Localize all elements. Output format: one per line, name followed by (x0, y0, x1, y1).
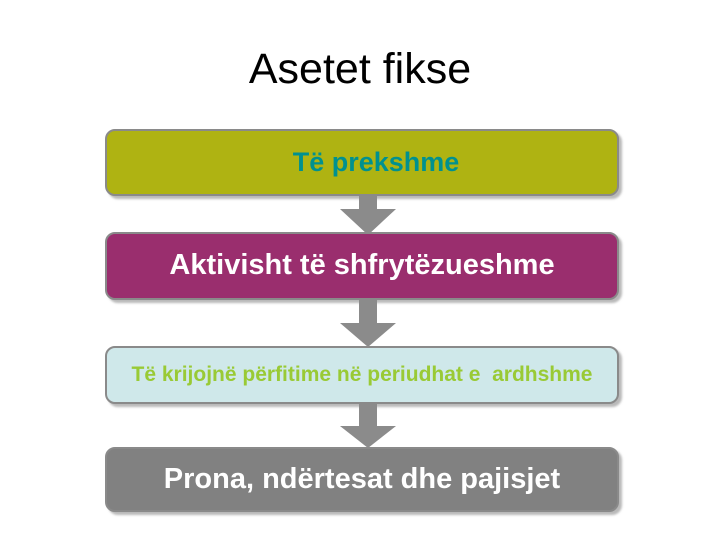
flow-box-3-label: Të krijojnë përfitime në periudhat e ard… (131, 363, 593, 387)
down-arrow-icon (340, 300, 396, 347)
slide-title: Asetet fikse (248, 45, 472, 93)
flow-box-4-label: Prona, ndërtesat dhe pajisjet (163, 462, 561, 495)
flow-box-2-label: Aktivisht të shfrytëzueshme (169, 249, 555, 282)
arrow-stem (359, 300, 377, 323)
arrow-stem (359, 404, 377, 426)
flow-box-2: Aktivisht të shfrytëzueshme (105, 232, 619, 300)
arrow-head (340, 323, 396, 347)
down-arrow-icon (340, 196, 396, 235)
flow-box-1-label: Të prekshme (292, 146, 460, 177)
arrow-stem (359, 196, 377, 209)
down-arrow-icon (340, 404, 396, 448)
flow-box-1: Të prekshme (105, 129, 619, 196)
arrow-head (340, 426, 396, 448)
flow-box-4: Prona, ndërtesat dhe pajisjet (105, 447, 619, 512)
arrow-head (340, 209, 396, 235)
flow-box-3: Të krijojnë përfitime në periudhat e ard… (105, 346, 619, 404)
